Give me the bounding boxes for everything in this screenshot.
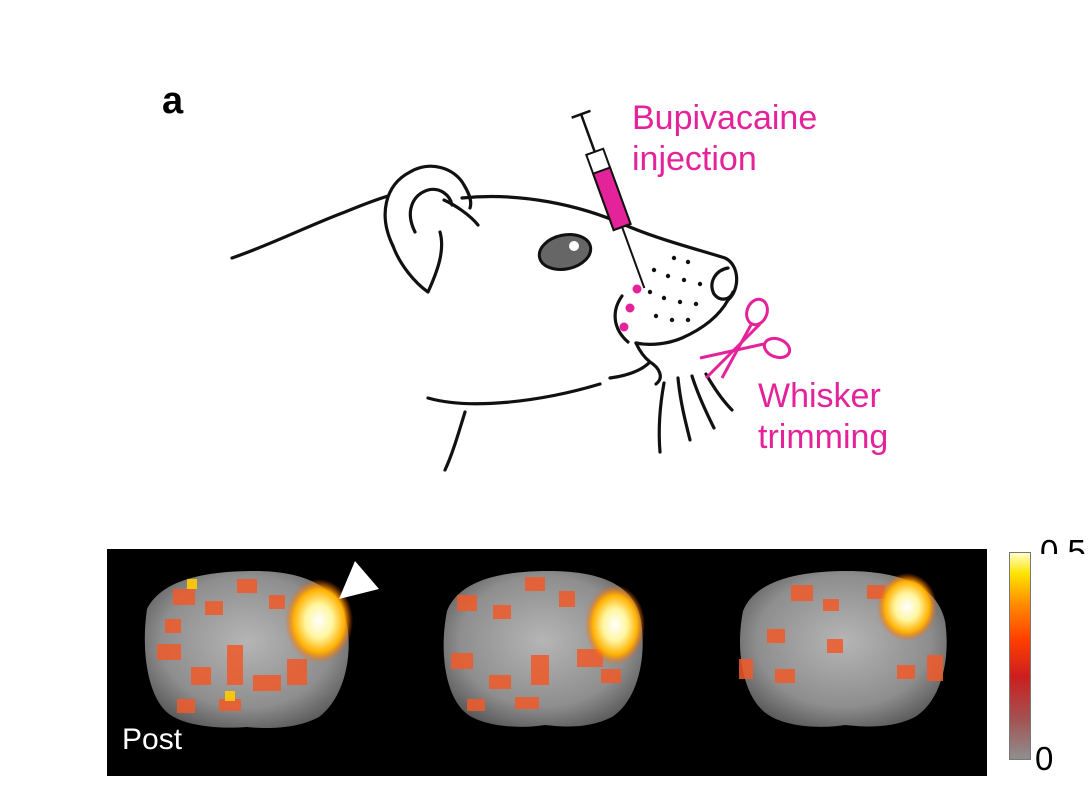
whisker-4 — [704, 372, 734, 412]
rat-illustration — [230, 109, 792, 472]
panel-letter: a — [162, 80, 184, 122]
whisker-label-line1: Whisker — [758, 377, 881, 415]
scissors-icon — [699, 297, 792, 380]
rat-ear-inner — [408, 187, 454, 234]
condition-label: Post — [122, 723, 183, 756]
rat-neck-line — [443, 410, 467, 472]
whisker-pad-dots — [647, 255, 703, 323]
injection-label-line1: Bupivacaine — [632, 99, 818, 137]
syringe-icon — [571, 109, 646, 289]
rat-eye — [537, 233, 593, 271]
whisker-1 — [657, 381, 666, 454]
rat-ear-fold — [391, 230, 444, 294]
injection-sites — [619, 284, 642, 332]
whisker-label-line2: trimming — [758, 418, 889, 456]
colorbar-max-label: 0.5 — [1040, 533, 1086, 554]
whisker-3 — [690, 374, 716, 430]
arrowhead-icon — [339, 561, 379, 599]
colorbar — [1009, 552, 1031, 760]
mri-slice-1 — [144, 561, 379, 728]
rat-back-line — [230, 194, 390, 260]
rat-chin — [608, 341, 652, 380]
whisker-label: Whisker trimming — [758, 376, 888, 458]
injection-label-line2: injection — [632, 140, 757, 178]
mri-strip: Post — [107, 549, 987, 776]
injection-label: Bupivacaine injection — [632, 98, 817, 180]
rat-throat — [426, 382, 602, 406]
mri-slice-3 — [739, 571, 947, 727]
rat-nose — [710, 266, 735, 301]
mri-slice-2 — [443, 571, 645, 727]
rat-mouth — [613, 294, 630, 344]
whisker-2 — [676, 376, 692, 442]
rat-head-top — [460, 194, 739, 302]
colorbar-min-label: 0 — [1035, 740, 1054, 777]
rat-muzzle — [634, 298, 730, 346]
